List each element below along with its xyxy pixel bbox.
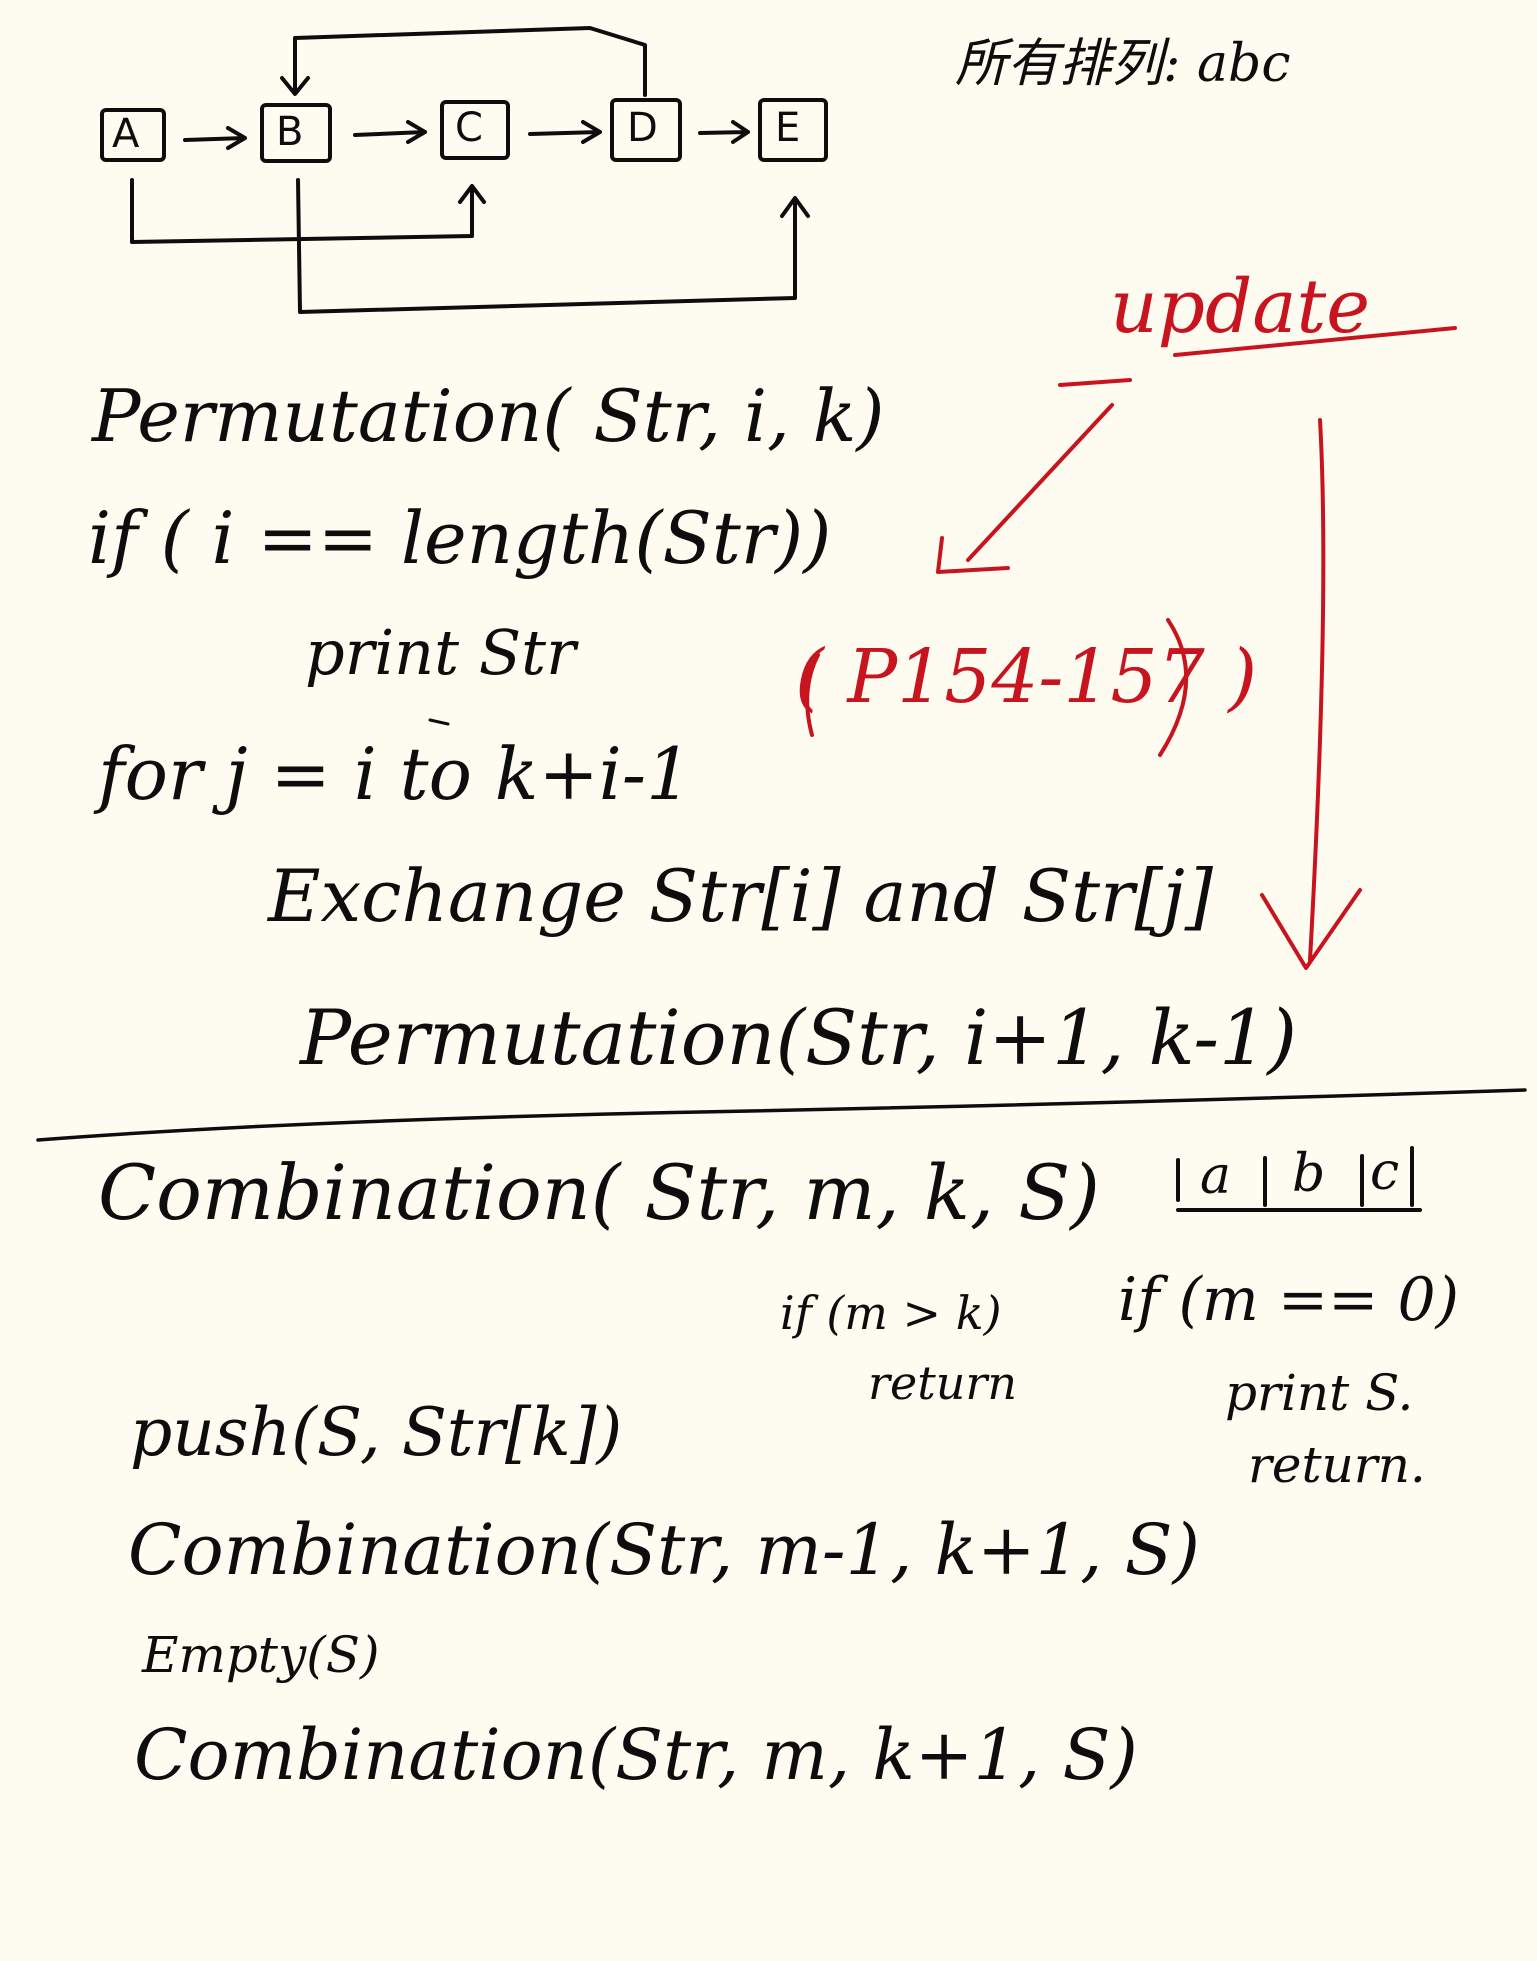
arrow-a-c bbox=[130, 178, 486, 244]
red-arrow-left bbox=[936, 403, 1114, 574]
arrow-c-d bbox=[528, 120, 602, 144]
combination-cond-1: if (m > k) bbox=[780, 1286, 1002, 1340]
node-a: A bbox=[112, 111, 140, 157]
array-cell-b: b bbox=[1292, 1144, 1326, 1204]
combination-push: push(S, Str[k]) bbox=[130, 1394, 623, 1471]
permutation-for: for j = i to k+i-1 bbox=[98, 732, 692, 816]
combination-call-1: Combination(Str, m-1, k+1, S) bbox=[128, 1509, 1200, 1591]
node-box-a bbox=[100, 108, 166, 162]
combination-cond-2-action-2: return. bbox=[1248, 1436, 1426, 1494]
tilde-mark bbox=[428, 718, 450, 726]
combination-call-2: Combination(Str, m, k+1, S) bbox=[134, 1714, 1138, 1796]
arrow-d-b bbox=[280, 26, 647, 97]
array-cell-c: c bbox=[1370, 1142, 1400, 1202]
page-ref: ( P154-157 ) bbox=[795, 634, 1258, 720]
section-divider bbox=[36, 1088, 1527, 1142]
node-box-b bbox=[260, 103, 332, 163]
arrow-d-e bbox=[698, 120, 750, 144]
header-note: 所有排列: abc bbox=[955, 34, 1291, 94]
node-c: C bbox=[455, 105, 483, 151]
permutation-exchange: Exchange Str[i] and Str[j] bbox=[268, 854, 1213, 938]
page-ref-paren-left bbox=[805, 653, 820, 737]
arrow-b-e bbox=[296, 178, 810, 314]
update-underline bbox=[1058, 326, 1457, 387]
node-box-c bbox=[440, 100, 510, 160]
node-box-d bbox=[610, 98, 682, 162]
arrow-b-c bbox=[353, 120, 427, 144]
permutation-recursive-call: Permutation(Str, i+1, k-1) bbox=[300, 993, 1298, 1082]
red-arrow-down bbox=[1260, 418, 1362, 970]
arrow-a-b bbox=[183, 126, 247, 150]
node-e: E bbox=[775, 105, 801, 151]
permutation-print: print Str bbox=[305, 616, 576, 689]
combination-cond-2: if (m == 0) bbox=[1118, 1265, 1460, 1335]
array-cell-a: a bbox=[1200, 1146, 1232, 1206]
node-b: B bbox=[276, 109, 304, 155]
permutation-signature: Permutation( Str, i, k) bbox=[92, 374, 885, 458]
combination-cond-1-action: return bbox=[868, 1356, 1017, 1410]
combination-cond-2-action-1: print S. bbox=[1225, 1364, 1414, 1422]
array-cells-outline bbox=[1176, 1146, 1422, 1212]
update-note: update bbox=[1110, 264, 1371, 350]
permutation-if: if ( i == length(Str)) bbox=[88, 496, 832, 580]
node-box-e bbox=[758, 98, 828, 162]
page-ref-paren-right bbox=[1158, 618, 1189, 757]
combination-empty: Empty(S) bbox=[142, 1626, 380, 1684]
node-d: D bbox=[627, 105, 658, 151]
combination-signature: Combination( Str, m, k, S) bbox=[98, 1148, 1100, 1237]
